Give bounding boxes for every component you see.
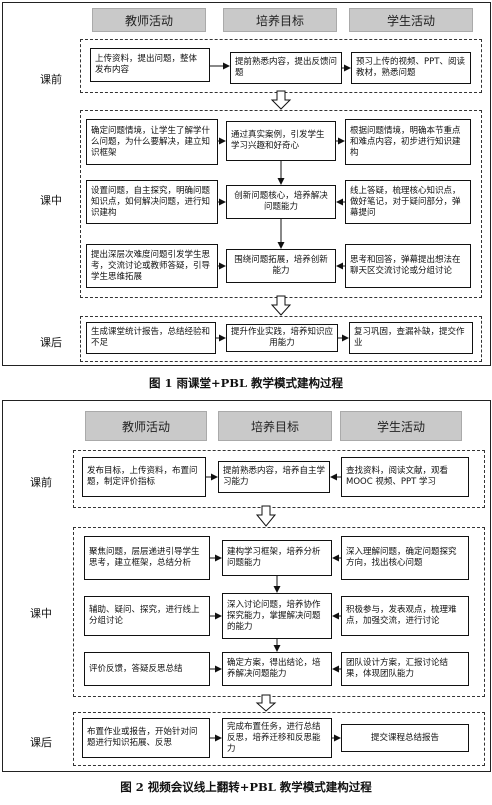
fig1-phase-during-label: 课中 bbox=[40, 194, 62, 207]
fig1-during-teacher-1: 确定问题情境，让学生了解学什么问题，为什么要解决，建立知识框架 bbox=[86, 119, 218, 165]
fig2-during-goal-2: 深入讨论问题，培养协作探究能力，掌握解决问题的能力 bbox=[222, 593, 332, 639]
fig2-phase-during-label: 课中 bbox=[30, 607, 52, 620]
fig2-before-student: 查找资料，阅读文献，观看 MOOC 视频、PPT 学习 bbox=[341, 457, 469, 497]
fig2-after-student: 提交课程总结报告 bbox=[341, 724, 469, 752]
fig2-phase-during-frame bbox=[73, 527, 485, 697]
fig2-during-teacher-1: 聚焦问题，层层递进引导学生思考，建立框架，总结分析 bbox=[84, 536, 210, 580]
fig1-before-student: 预习上传的视频、PPT、阅读教材，熟悉问题 bbox=[351, 52, 471, 84]
fig1-during-goal-2: 创新问题核心，培养解决问题能力 bbox=[226, 185, 336, 219]
fig1-phase-after-label: 课后 bbox=[40, 336, 62, 349]
fig1-during-student-1: 根据问题情境，明确本节重点和难点内容，初步进行知识建构 bbox=[345, 119, 471, 165]
figure-1-caption: 图 1 雨课堂+PBL 教学模式建构过程 bbox=[148, 376, 344, 390]
fig2-before-teacher: 发布目标，上传资料，布置问题，制定评价指标 bbox=[82, 457, 206, 497]
fig1-during-goal-3: 围绕问题拓展，培养创新能力 bbox=[226, 249, 336, 283]
fig1-during-teacher-3: 提出深层次难度问题引发学生思考，交流讨论或教师答疑，引导学生思维拓展 bbox=[86, 244, 218, 288]
fig1-header-teacher: 教师活动 bbox=[92, 8, 206, 32]
fig2-during-student-2: 积极参与，发表观点，梳理难点，加强交流，进行讨论 bbox=[341, 596, 469, 636]
fig2-header-goal: 培养目标 bbox=[218, 411, 332, 441]
fig2-after-teacher: 布置作业或报告，开始针对问题进行知识拓展、反思 bbox=[82, 718, 210, 758]
fig1-during-student-3: 思考和回答，弹幕提出想法在聊天区交流讨论或分组讨论 bbox=[345, 244, 471, 288]
fig2-during-student-1: 深入理解问题，确定问题探究方向，找出核心问题 bbox=[341, 536, 469, 580]
fig1-before-teacher: 上传资料，提出问题，整体发布内容 bbox=[90, 48, 210, 82]
fig2-phase-before-label: 课前 bbox=[30, 476, 52, 489]
fig2-during-goal-1: 建构学习框架，培养分析问题能力 bbox=[222, 540, 332, 576]
fig2-phase-after-frame bbox=[73, 712, 485, 766]
fig1-phase-before-label: 课前 bbox=[40, 73, 62, 86]
fig1-after-goal: 提升作业实践，培养知识应用能力 bbox=[226, 324, 338, 352]
fig1-header-goal: 培养目标 bbox=[223, 8, 337, 32]
fig1-before-goal: 提前熟悉内容，提出反馈问题 bbox=[230, 52, 342, 84]
fig2-during-student-3: 团队设计方案，汇报讨论结果，体现团队能力 bbox=[341, 652, 469, 686]
figure-2-caption: 图 2 视频会议线上翻转+PBL 教学模式建构过程 bbox=[120, 780, 372, 794]
fig1-phase-after-frame bbox=[80, 316, 482, 362]
fig1-during-student-2: 线上答疑，梳理核心知识点，做好笔记，对于疑问部分，弹幕提问 bbox=[345, 180, 471, 224]
fig2-phase-after-label: 课后 bbox=[30, 736, 52, 749]
fig2-after-goal: 完成布置任务，进行总结反思，培养迁移和反思能力 bbox=[222, 718, 332, 758]
fig2-during-goal-3: 确定方案，得出结论，培养解决问题能力 bbox=[222, 652, 332, 686]
fig1-after-teacher: 生成课堂统计报告，总结经验和不足 bbox=[86, 322, 216, 354]
fig2-before-goal: 提前熟悉内容，培养自主学习能力 bbox=[218, 461, 330, 493]
fig2-header-teacher: 教师活动 bbox=[85, 411, 207, 441]
fig1-during-goal-1: 通过真实案例，引发学生学习兴趣和好奇心 bbox=[226, 121, 336, 161]
fig2-phase-before-frame bbox=[73, 450, 485, 508]
fig2-during-teacher-2: 辅助、疑问、探究，进行线上分组讨论 bbox=[84, 596, 210, 636]
fig1-during-teacher-2: 设置问题，自主探究，明确问题知识点，如何解决问题，进行知识建构 bbox=[86, 180, 218, 224]
fig1-header-student: 学生活动 bbox=[349, 8, 473, 32]
fig2-during-teacher-3: 评价反馈，答疑反思总结 bbox=[84, 652, 210, 686]
fig2-header-student: 学生活动 bbox=[340, 411, 462, 441]
fig1-after-student: 复习巩固，查漏补缺，提交作业 bbox=[349, 322, 473, 354]
